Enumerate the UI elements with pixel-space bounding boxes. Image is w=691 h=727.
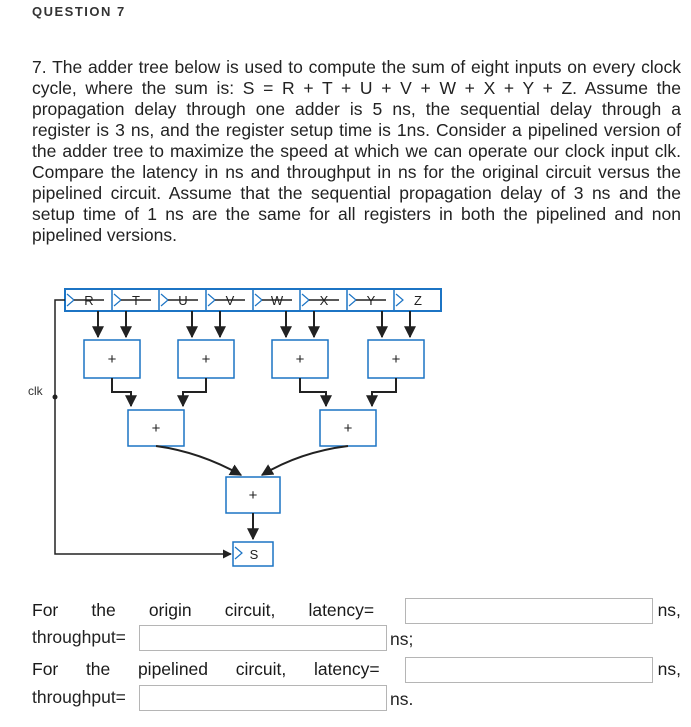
input-r-label: R: [84, 293, 93, 308]
pipelined-latency-suffix: ns,: [657, 659, 681, 679]
original-latency-row: For the origin circuit, latency= ns,: [32, 600, 681, 621]
pipelined-latency-row: For the pipelined circuit, latency= ns,: [32, 659, 681, 680]
input-x-label: X: [320, 293, 329, 308]
input-w-label: W: [271, 293, 284, 308]
question-text: 7. The adder tree below is used to compu…: [32, 57, 681, 245]
pipelined-word-2: the: [85, 659, 111, 679]
input-v-label: V: [226, 293, 235, 308]
adder-7-symbol: +: [249, 487, 258, 504]
adder-6-symbol: +: [344, 420, 353, 437]
adder-level-3: +: [225, 476, 281, 514]
output-register: S: [232, 541, 274, 567]
adders-level-2: + +: [127, 409, 377, 447]
original-word-3: origin: [148, 600, 192, 620]
input-y-label: Y: [367, 293, 376, 308]
register-to-adder-arrows: [92, 311, 416, 339]
original-throughput-input[interactable]: [139, 625, 387, 651]
pipelined-throughput-suffix: ns.: [390, 689, 414, 709]
pipelined-word-1: For: [32, 659, 59, 679]
original-word-1: For: [32, 600, 59, 620]
pipelined-throughput-label: throughput=: [32, 687, 126, 707]
original-latency-input[interactable]: [405, 598, 653, 624]
original-throughput-suffix: ns;: [390, 629, 414, 649]
input-t-label: T: [132, 293, 140, 308]
pipelined-latency-input[interactable]: [405, 657, 653, 683]
original-throughput-label: throughput=: [32, 627, 126, 647]
adder-4-symbol: +: [392, 351, 401, 368]
question-header: QUESTION 7: [32, 4, 126, 19]
input-registers: R T U V W X Y Z: [64, 288, 442, 312]
input-u-label: U: [178, 293, 187, 308]
level-2-connections: [155, 445, 349, 476]
output-s-label: S: [250, 547, 259, 562]
original-latency-label: latency=: [308, 600, 375, 620]
adders-level-1: + + + +: [83, 339, 425, 379]
original-word-2: the: [91, 600, 116, 620]
original-word-4: circuit,: [224, 600, 276, 620]
adder-3-symbol: +: [296, 351, 305, 368]
adder-2-symbol: +: [202, 351, 211, 368]
pipelined-latency-label: latency=: [313, 659, 380, 679]
pipelined-throughput-input[interactable]: [139, 685, 387, 711]
clk-label: clk: [28, 384, 44, 398]
clock-line: clk: [28, 299, 232, 559]
adder-tree-diagram: R T U V W X Y Z + + + +: [28, 288, 442, 567]
pipelined-word-3: pipelined: [137, 659, 209, 679]
level-1-connections: [111, 378, 397, 408]
adder-1-symbol: +: [108, 351, 117, 368]
pipelined-word-4: circuit,: [235, 659, 287, 679]
original-latency-suffix: ns,: [657, 600, 681, 620]
input-z-label: Z: [414, 293, 422, 308]
adder-5-symbol: +: [152, 420, 161, 437]
